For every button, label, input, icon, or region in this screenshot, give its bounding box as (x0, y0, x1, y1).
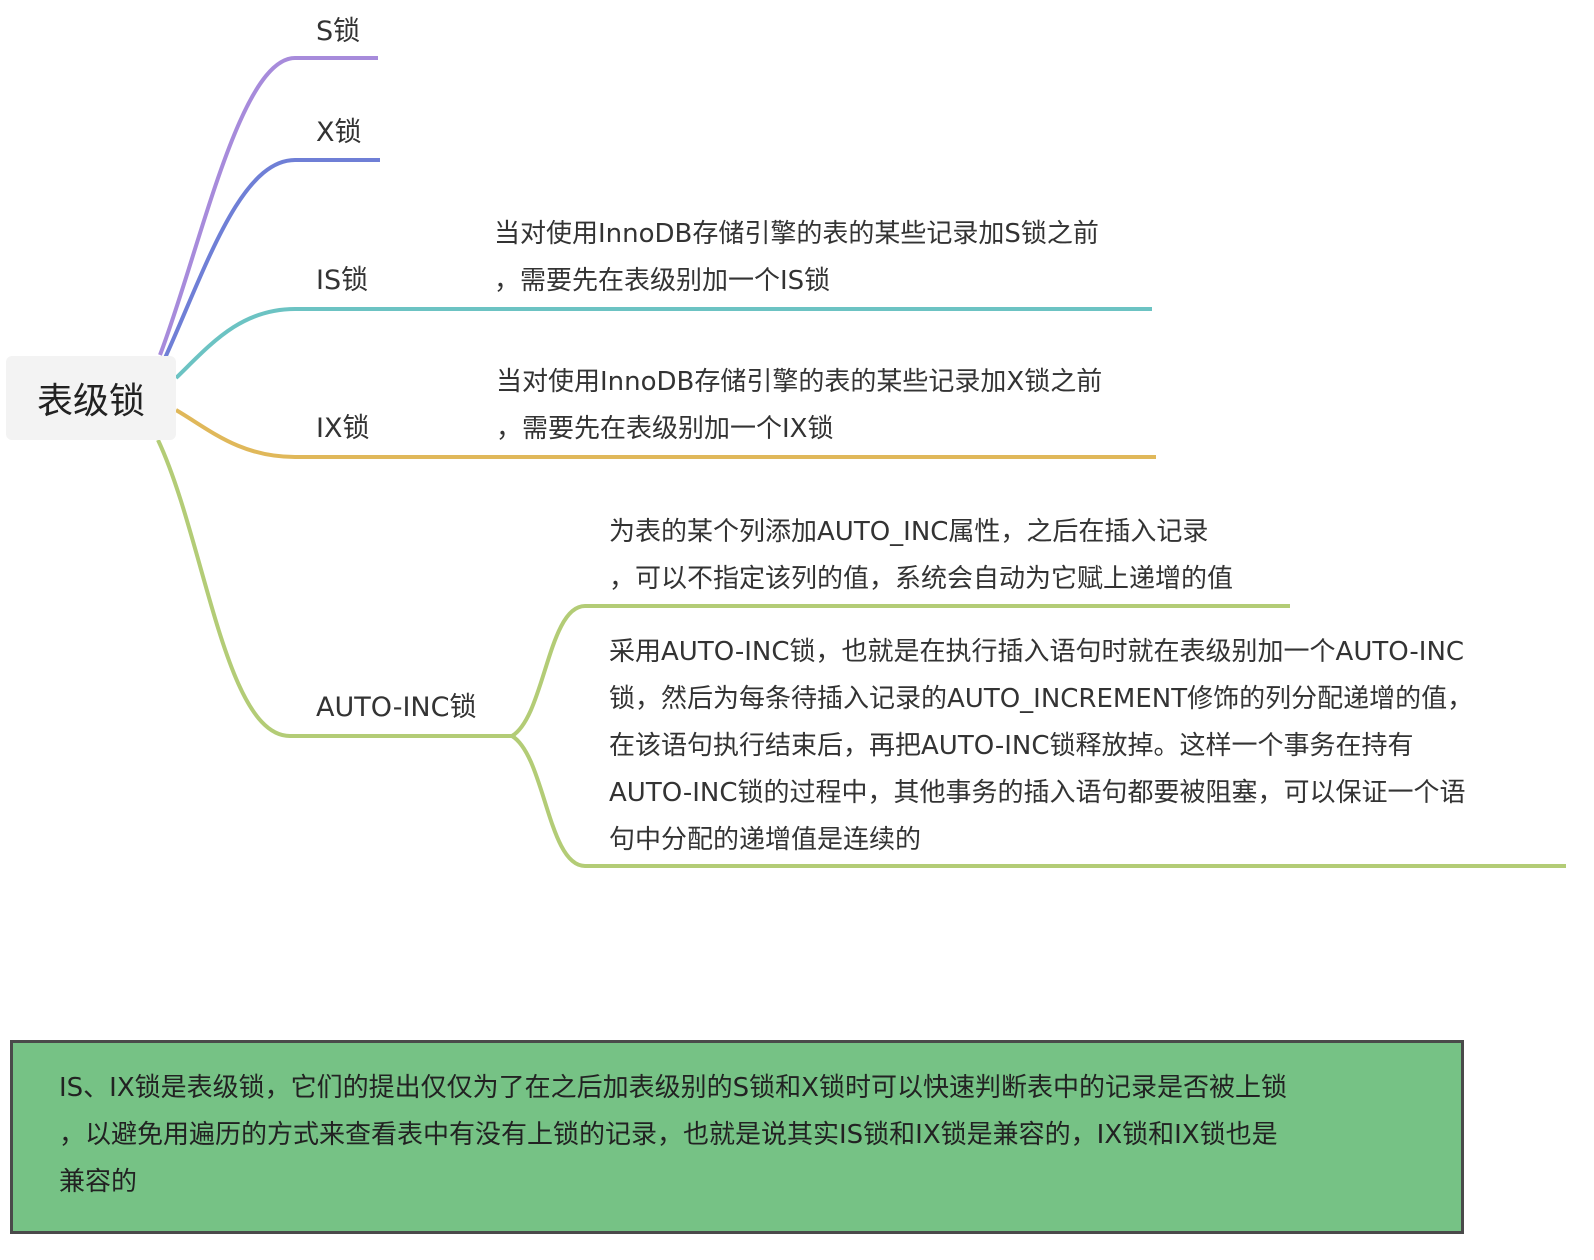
is-lock-note[interactable]: 当对使用InnoDB存储引擎的表的某些记录加S锁之前 ，需要先在表级别加一个IS… (494, 211, 1099, 305)
autoinc-note-2[interactable]: 采用AUTO-INC锁，也就是在执行插入语句时就在表级别加一个AUTO-INC … (609, 629, 1473, 864)
child-line-autoinc-1 (510, 604, 1290, 738)
branch-s-label[interactable]: S锁 (316, 16, 361, 47)
autoinc-note-1[interactable]: 为表的某个列添加AUTO_INC属性，之后在插入记录 ，可以不指定该列的值，系统… (609, 509, 1233, 603)
branch-line-is (174, 307, 1152, 380)
note-line: 当对使用InnoDB存储引擎的表的某些记录加X锁之前 (496, 367, 1103, 397)
branch-ix-label[interactable]: IX锁 (316, 413, 370, 444)
note-line: ，可以不指定该列的值，系统会自动为它赋上递增的值 (609, 564, 1234, 594)
branch-line-s (158, 56, 378, 356)
child-line-autoinc-2 (510, 734, 1566, 868)
branch-line-ix (174, 408, 1156, 459)
branch-x-label[interactable]: X锁 (316, 117, 362, 148)
note-line: AUTO-INC锁的过程中，其他事务的插入语句都要被阻塞，可以保证一个语 (609, 778, 1466, 808)
note-line: 为表的某个列添加AUTO_INC属性，之后在插入记录 (609, 517, 1209, 547)
summary-line: IS、IX锁是表级锁，它们的提出仅仅为了在之后加表级别的S锁和X锁时可以快速判断… (59, 1073, 1287, 1103)
note-line: 锁，然后为每条待插入记录的AUTO_INCREMENT修饰的列分配递增的值， (609, 684, 1474, 714)
root-node[interactable]: 表级锁 (6, 356, 176, 440)
branch-line-x (163, 158, 380, 359)
branch-line-autoinc (156, 439, 512, 738)
ix-lock-note[interactable]: 当对使用InnoDB存储引擎的表的某些记录加X锁之前 ，需要先在表级别加一个IX… (496, 359, 1102, 453)
note-line: ，需要先在表级别加一个IX锁 (496, 414, 834, 444)
summary-box[interactable]: IS、IX锁是表级锁，它们的提出仅仅为了在之后加表级别的S锁和X锁时可以快速判断… (10, 1040, 1464, 1234)
branch-is-label[interactable]: IS锁 (316, 265, 369, 296)
note-line: 句中分配的递增值是连续的 (609, 825, 922, 855)
note-line: 当对使用InnoDB存储引擎的表的某些记录加S锁之前 (494, 219, 1099, 249)
summary-line: 兼容的 (59, 1167, 138, 1197)
summary-line: ，以避免用遍历的方式来查看表中有没有上锁的记录，也就是说其实IS锁和IX锁是兼容… (59, 1120, 1278, 1150)
note-line: 采用AUTO-INC锁，也就是在执行插入语句时就在表级别加一个AUTO-INC (609, 637, 1465, 667)
root-label: 表级锁 (36, 381, 145, 422)
summary-text: IS、IX锁是表级锁，它们的提出仅仅为了在之后加表级别的S锁和X锁时可以快速判断… (59, 1065, 1399, 1206)
note-line: 在该语句执行结束后，再把AUTO-INC锁释放掉。这样一个事务在持有 (609, 731, 1414, 761)
branch-autoinc-label[interactable]: AUTO-INC锁 (316, 692, 477, 723)
note-line: ，需要先在表级别加一个IS锁 (494, 266, 831, 296)
